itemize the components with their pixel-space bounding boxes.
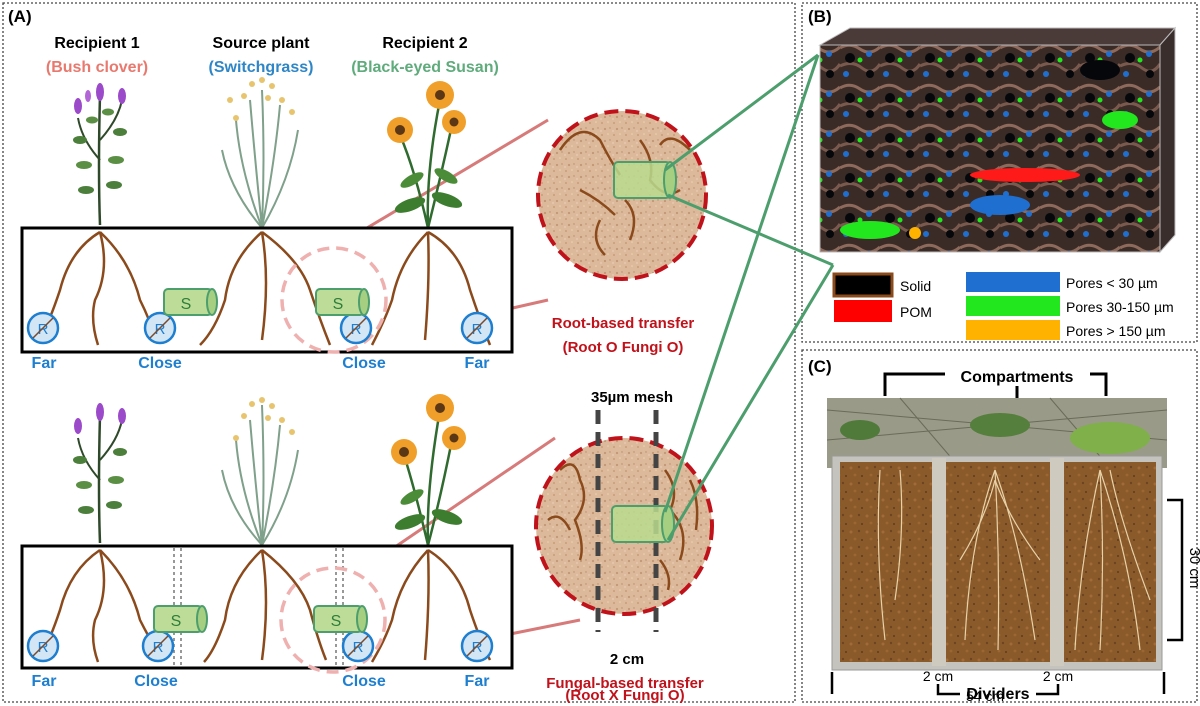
rhizobox-photo	[826, 397, 1168, 671]
plant-title-recipient-1: Recipient 1	[54, 35, 139, 52]
svg-text:R: R	[153, 639, 164, 656]
transfer-treatment-top: (Root O Fungi O)	[563, 339, 684, 356]
transfer-title-bottom: Fungal-based transfer	[546, 675, 704, 692]
root-core: R	[143, 311, 177, 345]
switchgrass-plant-top	[221, 77, 299, 229]
sampler-bottom-1: S	[153, 605, 208, 633]
legend-solid: Solid	[900, 278, 931, 294]
panel-a-label: (A)	[8, 7, 32, 26]
plant-subtitle-switchgrass: (Switchgrass)	[209, 59, 314, 76]
panel-c-frame	[801, 349, 1198, 703]
dividers-bracket	[936, 684, 1060, 696]
sampler-top-1: S	[163, 288, 218, 316]
zoom-source-circle-bottom	[279, 566, 387, 674]
panel-c-label: (C)	[808, 357, 832, 376]
legend-pores-small: Pores < 30 µm	[1066, 275, 1158, 291]
root-core: R	[339, 311, 373, 345]
root-cores-bottom: R R R R	[26, 629, 494, 663]
position-label: Far	[32, 355, 57, 372]
transfer-title-top: Root-based transfer	[552, 315, 695, 332]
divider-width-left: 2 cm	[923, 668, 953, 684]
sampler-top-2: S	[315, 288, 370, 316]
svg-text:S: S	[181, 296, 192, 313]
compartments-bracket	[883, 372, 1108, 396]
plant-subtitle-black-eyed-susan: (Black-eyed Susan)	[351, 59, 499, 76]
divider-width-right: 2 cm	[1043, 668, 1073, 684]
svg-text:S: S	[171, 613, 182, 630]
svg-text:R: R	[472, 321, 483, 338]
root-core: R	[341, 629, 375, 663]
legend-pom: POM	[900, 304, 932, 320]
total-width-label: 54 cm	[966, 688, 1004, 704]
position-label: Close	[134, 673, 178, 690]
legend-pores-medium: Pores 30-150 µm	[1066, 299, 1174, 315]
svg-text:R: R	[472, 639, 483, 656]
root-cores-top: R R R R	[26, 311, 494, 345]
svg-text:R: R	[351, 321, 362, 338]
mesh-label: 35µm mesh	[591, 389, 673, 406]
total-width-bracket	[830, 672, 1166, 694]
root-system-top	[38, 230, 492, 346]
svg-text:R: R	[353, 639, 364, 656]
plant-subtitle-bush-clover: (Bush clover)	[46, 59, 148, 76]
zoom-source-circle-top	[280, 246, 388, 354]
ct-legend: Solid POM Pores < 30 µm Pores 30-150 µm …	[832, 272, 1174, 340]
root-core: R	[460, 311, 494, 345]
svg-text:R: R	[155, 321, 166, 338]
zoom-circle-root-transfer	[536, 109, 708, 281]
transfer-treatment-bottom: (Root X Fungi O)	[565, 687, 684, 704]
bush-clover-plant-top	[73, 83, 127, 226]
black-eyed-susan-plant-top	[387, 81, 466, 229]
position-label: Far	[32, 673, 57, 690]
position-label: Close	[342, 355, 386, 372]
plant-title-source: Source plant	[213, 35, 311, 52]
bush-clover-plant-bottom	[73, 403, 127, 544]
root-core: R	[141, 629, 175, 663]
svg-text:S: S	[331, 613, 342, 630]
sampler-bottom-2: S	[313, 605, 368, 633]
panel-b-frame	[801, 2, 1198, 343]
position-label: Close	[138, 355, 182, 372]
root-core: R	[26, 629, 60, 663]
root-core: R	[26, 311, 60, 345]
height-label: 30 cm	[1186, 548, 1200, 589]
gap-label: 2 cm	[610, 651, 644, 668]
svg-text:R: R	[38, 639, 49, 656]
zoom-circle-fungal-transfer	[534, 410, 714, 632]
svg-text:S: S	[333, 296, 344, 313]
compartments-label: Compartments	[961, 369, 1074, 386]
plant-title-recipient-2: Recipient 2	[382, 35, 467, 52]
position-label: Far	[465, 673, 490, 690]
svg-text:R: R	[38, 321, 49, 338]
position-label: Far	[465, 355, 490, 372]
panel-b-label: (B)	[808, 7, 832, 26]
height-bracket	[1167, 498, 1184, 642]
connectors-to-ct-scan	[663, 53, 835, 541]
root-core: R	[460, 629, 494, 663]
legend-pores-large: Pores > 150 µm	[1066, 323, 1166, 339]
position-label: Close	[342, 673, 386, 690]
ct-scan-volume	[818, 26, 1177, 254]
black-eyed-susan-plant-bottom	[391, 394, 466, 546]
dividers-label: Dividers	[966, 686, 1029, 703]
switchgrass-plant-bottom	[221, 397, 299, 546]
panel-a-frame	[2, 2, 796, 703]
